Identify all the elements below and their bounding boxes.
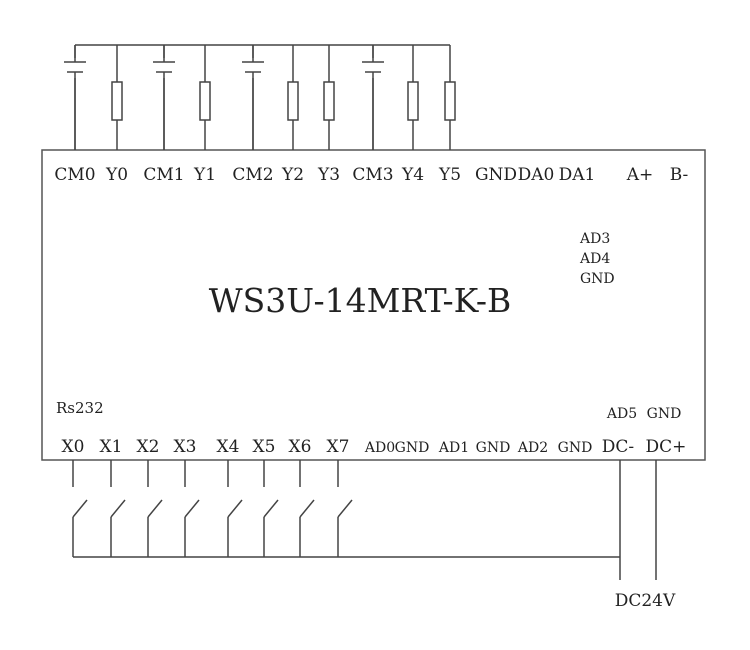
terminal-label: Y0 [105,165,128,185]
terminal-label: DA1 [559,165,596,185]
terminal-label: CM0 [54,165,95,185]
terminal-label: Y3 [317,165,340,185]
terminal-label: AD2 [517,440,548,456]
terminal-label: Y1 [193,165,216,185]
terminal-label: DA0 [518,165,555,185]
terminal-label: GND [475,165,517,185]
terminal-label: DC- [602,437,634,457]
terminal-label: X4 [217,437,240,457]
terminal-label: CM3 [352,165,393,185]
terminal-label: X0 [62,437,85,457]
terminal-label: AD4 [579,251,610,267]
resistor-icon [287,81,299,121]
switch-icon [263,499,279,518]
terminal-label: X7 [327,437,350,457]
terminal-label: CM1 [143,165,184,185]
terminal-label: B- [670,165,689,185]
switch-icon [110,499,126,518]
terminal-label: GND [476,440,511,456]
terminal-label: DC+ [646,437,687,457]
terminal-label: Y4 [401,165,424,185]
switch-icon [72,499,88,518]
rs232-label: Rs232 [56,399,104,417]
switch-icon [147,499,163,518]
power-label: DC24V [615,591,676,611]
model-label: WS3U-14MRT-K-B [209,281,512,320]
switch-icon [299,499,315,518]
switch-icon [337,499,353,518]
terminal-label: GND [395,440,430,456]
terminal-label: GND [558,440,593,456]
resistor-icon [444,81,456,121]
terminal-label: GND [647,406,682,422]
resistor-icon [323,81,335,121]
resistor-icon [111,81,123,121]
terminal-label: GND [580,271,615,287]
terminal-label: Y5 [438,165,461,185]
resistor-icon [407,81,419,121]
terminal-label: AD0 [364,440,395,456]
terminal-label: AD3 [579,231,610,247]
terminal-label: X2 [137,437,160,457]
terminal-label: A+ [626,165,654,185]
terminal-label: X5 [253,437,276,457]
resistor-icon [199,81,211,121]
terminal-label: CM2 [232,165,273,185]
plc-body [41,149,706,461]
terminal-label: AD5 [606,406,637,422]
switch-icon [227,499,243,518]
switch-icon [184,499,200,518]
terminal-label: AD1 [438,440,469,456]
terminal-label: X6 [289,437,312,457]
terminal-label: Y2 [281,165,304,185]
terminal-label: X1 [100,437,123,457]
terminal-label: X3 [174,437,197,457]
